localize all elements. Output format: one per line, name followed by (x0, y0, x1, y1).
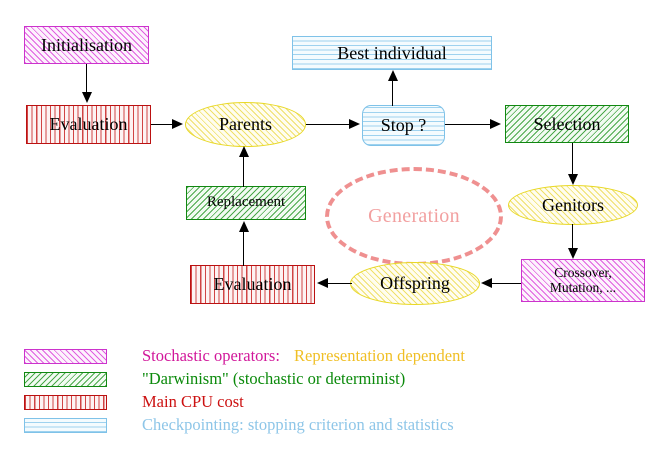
edge-operators-to-offspring (487, 283, 521, 285)
arrowhead-operators-to-offspring (481, 277, 492, 288)
node-evaluation-top[interactable]: Evaluation (26, 105, 151, 144)
node-stop[interactable]: Stop ? (362, 105, 445, 146)
edge-offspring-to-evaluation (324, 283, 352, 285)
edge-parents-to-stop (306, 124, 352, 126)
node-replacement[interactable]: Replacement (186, 186, 306, 220)
edge-stop-to-selection (445, 124, 493, 126)
edge-replacement-to-parents (243, 154, 245, 187)
node-selection[interactable]: Selection (505, 105, 629, 143)
arrowhead-stop-to-selection (490, 119, 501, 129)
legend-label-checkpointing: Checkpointing: stopping criterion and st… (142, 415, 454, 434)
arrowhead-selection-to-genitors (567, 174, 578, 185)
node-operators[interactable]: Crossover, Mutation, ... (521, 259, 645, 302)
node-evaluation-top-label: Evaluation (49, 114, 128, 135)
node-evaluation-bottom-label: Evaluation (213, 274, 292, 295)
legend-label-stochastic-operators-text: Stochastic operators: (142, 346, 280, 365)
node-best-individual-label: Best individual (337, 42, 447, 63)
node-replacement-label: Replacement (206, 194, 286, 211)
legend-row-stochastic-operators: Stochastic operators: Representation dep… (24, 346, 644, 370)
arrowhead-evaluation-to-parents (172, 119, 183, 129)
legend-swatch-red-vertical (24, 395, 107, 410)
legend-swatch-green-diagonal (24, 372, 107, 387)
legend-label-main-cpu-cost: Main CPU cost (142, 392, 244, 411)
edge-stop-to-best-individual (392, 76, 394, 106)
node-initialisation[interactable]: Initialisation (24, 26, 149, 64)
node-operators-label-line2: Mutation, ... (549, 279, 617, 295)
arrowhead-parents-to-stop (349, 119, 360, 129)
node-offspring[interactable]: Offspring (350, 262, 480, 305)
legend-row-checkpointing: Checkpointing: stopping criterion and st… (24, 415, 644, 439)
arrowhead-genitors-to-operators (567, 248, 578, 259)
node-offspring-label: Offspring (380, 273, 450, 294)
node-genitors[interactable]: Genitors (508, 185, 638, 225)
node-best-individual[interactable]: Best individual (292, 36, 492, 70)
legend-label-representation-dependent: Representation dependent (294, 346, 465, 365)
arrowhead-initialisation-to-evaluation (81, 92, 92, 103)
arrowhead-offspring-to-evaluation (317, 277, 328, 288)
arrowhead-stop-to-best-individual (387, 70, 398, 81)
legend-swatch-magenta-diagonal (24, 349, 107, 364)
node-parents[interactable]: Parents (185, 102, 306, 147)
node-generation-label: Generation (368, 205, 460, 227)
node-selection-label: Selection (533, 113, 601, 134)
arrowhead-replacement-to-parents (238, 146, 249, 157)
edge-evaluation-to-replacement (243, 228, 245, 266)
edge-evaluation-to-parents (151, 124, 175, 126)
legend-label-darwinism: "Darwinism" (stochastic or determinist) (142, 369, 406, 388)
legend-row-darwinism: "Darwinism" (stochastic or determinist) (24, 369, 644, 393)
legend-row-main-cpu-cost: Main CPU cost (24, 392, 644, 416)
legend-swatch-blue-horizontal (24, 418, 107, 433)
node-parents-label: Parents (219, 114, 272, 135)
legend: Stochastic operators: Representation dep… (24, 346, 644, 439)
node-initialisation-label: Initialisation (41, 34, 132, 55)
edge-initialisation-to-evaluation (86, 64, 88, 94)
edge-genitors-to-operators (572, 224, 574, 252)
node-genitors-label: Genitors (542, 194, 604, 215)
node-evaluation-bottom[interactable]: Evaluation (190, 265, 315, 304)
node-operators-label-line1: Crossover, (554, 265, 612, 281)
node-stop-label: Stop ? (380, 115, 427, 136)
node-generation-boundary: Generation (325, 167, 503, 266)
arrowhead-evaluation-to-replacement (238, 221, 249, 232)
edge-selection-to-genitors (572, 143, 574, 177)
legend-label-stochastic-operators: Stochastic operators: Representation dep… (142, 346, 465, 366)
